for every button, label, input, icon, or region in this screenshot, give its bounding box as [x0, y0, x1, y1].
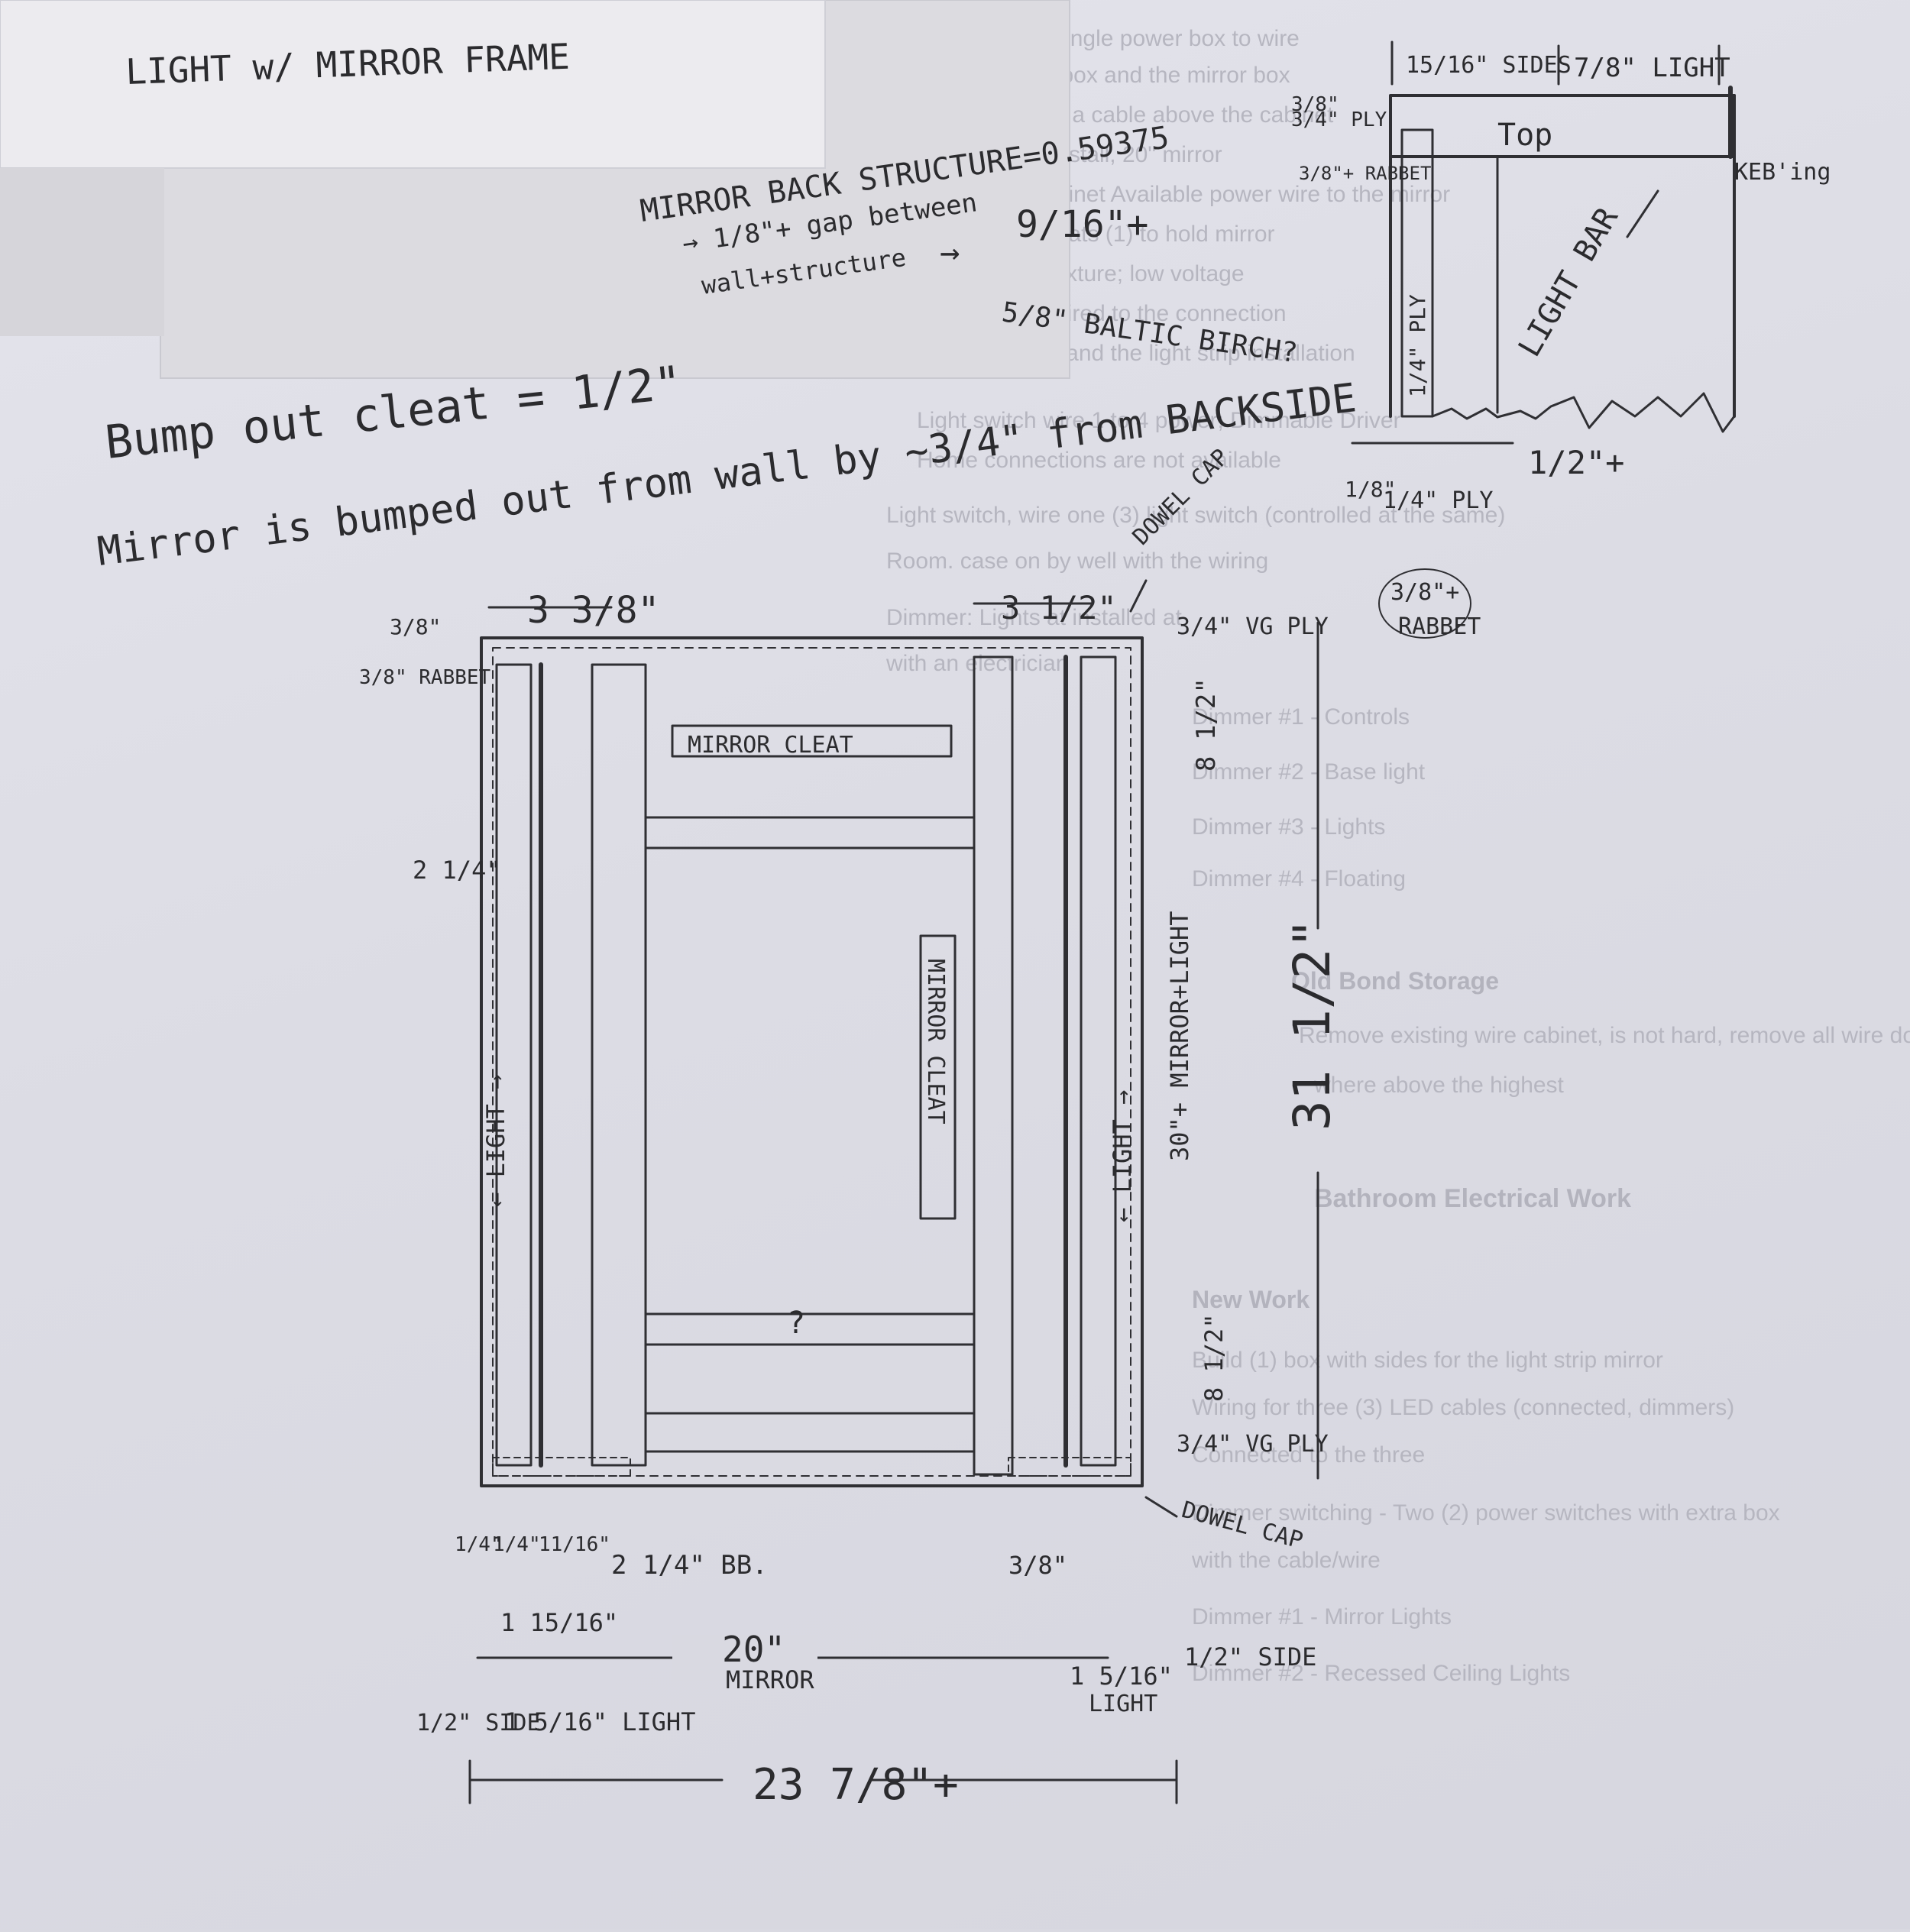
rabbet-3-8: 3/8"+	[1390, 579, 1459, 606]
half-side-left: 1/2" SIDE	[416, 1710, 541, 1736]
light-left-label: ← LIGHT →	[481, 1075, 510, 1207]
dim-3-3-8: 3 3/8"	[527, 589, 659, 632]
dim-3-8-rabbet: 3/8"+ RABBET	[1299, 163, 1431, 184]
dim-eighth: 1/8"	[1345, 477, 1396, 502]
mirror-cleat-horizontal	[671, 724, 953, 758]
dim-8-1-2-top: 8 1/2"	[1191, 678, 1222, 772]
bleed-line: Build (1) box with sides for the light s…	[1192, 1348, 1663, 1373]
light-right-label: ← LIGHT →	[1108, 1090, 1137, 1222]
upper-rail	[644, 816, 976, 849]
dim-3-4-vg-top: 3/4" VG PLY	[1177, 613, 1329, 640]
mirror-light-label: 30"+ MIRROR+LIGHT	[1165, 911, 1194, 1161]
dim-3-8: 3/8"	[1008, 1551, 1067, 1580]
dim-3-8-rabbet: 3/8" RABBET	[359, 666, 491, 689]
rabbet-label: RABBET	[1398, 613, 1481, 640]
light-right-label: LIGHT	[1089, 1691, 1157, 1717]
bleed-line: Dimmer #1 - Mirror Lights	[1192, 1604, 1452, 1629]
bleed-line: Light switch, wire one (3) light switch …	[886, 503, 1505, 528]
light-left-width: 1 5/16" LIGHT	[504, 1707, 695, 1736]
rabbet-detail-circle	[1378, 568, 1471, 639]
bleed-line: Room. case on by well with the wiring	[886, 549, 1268, 574]
lower-rail	[644, 1412, 976, 1453]
bleed-line: Bathroom Electrical Work	[1314, 1184, 1631, 1213]
height-total: 31 1/2"	[1283, 918, 1342, 1131]
gap-note-arrow: →	[940, 233, 960, 272]
dim-7-8-light: 7/8" LIGHT	[1574, 53, 1730, 83]
kebing-label: KEB'ing	[1734, 159, 1831, 186]
dim-3-4-vg-bottom: 3/4" VG PLY	[1177, 1431, 1329, 1458]
bleed-line: Old Bond Storage	[1291, 967, 1499, 995]
dim-3-4-ply: 3/4" PLY	[1291, 108, 1387, 131]
half-side-right: 1/2" SIDE	[1184, 1642, 1316, 1671]
bleed-line: Dimmer #1 - Controls	[1192, 704, 1410, 730]
mirror-cleat-h-label: MIRROR CLEAT	[688, 732, 853, 759]
light-right-num: 1 5/16"	[1070, 1662, 1173, 1691]
bleed-line: Connected to the three	[1192, 1442, 1425, 1468]
dim-20-mirror: 20"	[722, 1629, 785, 1670]
dim-2-1-4: 2 1/4"	[413, 856, 501, 885]
bleed-line: Dimmer #4 - Floating	[1192, 866, 1406, 892]
bottom-dimensions: 1/4" 1/4" 11/16" 2 1/4" BB. 3/8" 1 15/16…	[416, 1533, 1316, 1810]
middle-rail	[644, 1312, 976, 1346]
bleed-line: Dimmer #2 - Base light	[1192, 759, 1426, 785]
right-dowel-cap	[1008, 1457, 1131, 1477]
bleed-line: Light switch wire 1 to 4 power; Dimmable…	[917, 408, 1401, 433]
rabbet-line	[492, 647, 1131, 1477]
bleed-line: Dimmer switching - Two (2) power switche…	[1192, 1500, 1780, 1526]
light-bar-arrow	[1626, 189, 1659, 238]
mirror-cleat-v-label: MIRROR CLEAT	[922, 959, 949, 1125]
left-inner-stile	[591, 663, 647, 1467]
bleed-line: Dimmer #2 - Recessed Ceiling Lights	[1192, 1661, 1570, 1686]
dim-2-1-4-bb: 2 1/4" BB.	[611, 1550, 768, 1581]
section-detail: Top KEB'ing 15/16" SIDES 7/8" LIGHT LIGH…	[1291, 40, 1831, 640]
dim-1-15-16: 1 15/16"	[500, 1608, 618, 1637]
dim-quarter-ply: 1/4" PLY	[1383, 487, 1494, 514]
dim-11-16: 11/16"	[539, 1533, 610, 1556]
mirror-cleat-vertical	[919, 934, 957, 1220]
top-board	[1389, 94, 1736, 158]
dim-quarter-1: 1/4"	[455, 1533, 503, 1556]
bleed-line: with the cable/wire	[1191, 1548, 1381, 1573]
light-bar-label: LIGHT BAR	[1512, 202, 1626, 363]
bleed-line: where above the highest	[1313, 1073, 1565, 1098]
bleed-line: New Work	[1192, 1286, 1309, 1313]
dim-quarter-2: 1/4"	[493, 1533, 541, 1556]
bleed-line: Wiring for three (3) LED cables (connect…	[1192, 1395, 1734, 1420]
left-side-board	[495, 663, 533, 1467]
dim-3-8-top: 3/8"	[390, 614, 441, 639]
sticky-note: LIGHT w/ MIRROR FRAME	[0, 0, 1070, 379]
dim-3-1-2: 3 1/2"	[1001, 589, 1117, 626]
quarter-ply-panel	[1400, 128, 1434, 418]
dim-15-16-sides: 15/16" SIDES	[1406, 52, 1572, 79]
dim-8-1-2-bottom: 8 1/2"	[1199, 1313, 1229, 1402]
bleed-line: with an electrician	[885, 651, 1068, 676]
right-side-board	[1080, 655, 1117, 1467]
gap-result: 9/16"+	[1016, 203, 1148, 246]
overall-width: 23 7/8"+	[753, 1760, 959, 1810]
dim-half: 1/2"+	[1528, 444, 1624, 481]
bleed-line: Home connections are not available	[917, 448, 1281, 473]
bleed-line: Dimmer #3 - Lights	[1192, 814, 1385, 840]
mirror-label: MIRROR	[726, 1665, 814, 1694]
outer-frame	[480, 636, 1144, 1487]
break-line	[1431, 392, 1736, 433]
dim-3-8-top: 3/8"	[1291, 93, 1339, 116]
frame-drawing: MIRROR CLEAT MIRROR CLEAT ← LIGHT → ← LI…	[359, 444, 1342, 1555]
right-inner-stile	[973, 655, 1014, 1476]
quarter-ply-label: 1/4" PLY	[1405, 294, 1430, 397]
left-dowel-cap	[492, 1457, 631, 1477]
question-mark: ?	[787, 1306, 805, 1341]
bleed-line: Remove existing wire cabinet, is not har…	[1299, 1023, 1910, 1048]
top-label: Top	[1497, 118, 1552, 153]
